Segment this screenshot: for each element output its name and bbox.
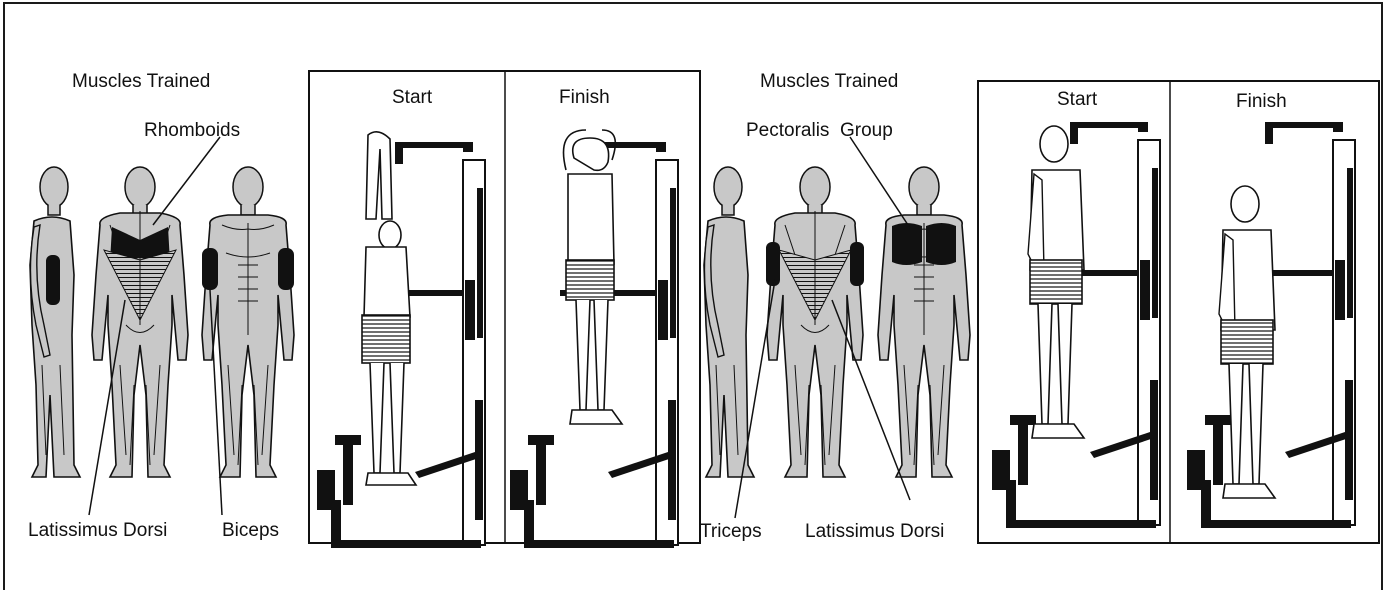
left-finish-label: Finish [559,88,610,107]
pectoralis-label: Pectoralis Group [746,121,893,140]
right-anatomy-side-figure [704,167,754,477]
left-anatomy-side-figure [30,167,80,477]
left-start-person [362,132,416,485]
right-finish-person [1219,186,1275,498]
right-anatomy-front-figure [878,167,970,477]
rhomboids-pointer [153,137,220,225]
rhomboids-label: Rhomboids [144,121,240,140]
left-anatomy-front-figure [202,167,294,477]
right-biceps-highlight [278,248,294,290]
left-finish-person [564,130,623,424]
right-anatomy-back-figure [767,167,863,477]
left-triceps-highlight [766,242,780,286]
biceps-label: Biceps [222,521,279,540]
right-heading: Muscles Trained [760,72,898,91]
right-triceps-highlight [850,242,864,286]
left-anatomy-back-figure [92,167,188,477]
triceps-label: Triceps [700,522,762,541]
left-side-lat-highlight [46,255,60,305]
right-start-person [1028,126,1084,438]
left-heading: Muscles Trained [72,72,210,91]
right-latissimus-label: Latissimus Dorsi [805,522,944,541]
pectoralis-pointer [850,137,910,228]
left-latissimus-label: Latissimus Dorsi [28,521,167,540]
left-biceps-highlight [202,248,218,290]
right-start-label: Start [1057,90,1097,109]
right-finish-label: Finish [1236,92,1287,111]
left-start-label: Start [392,88,432,107]
